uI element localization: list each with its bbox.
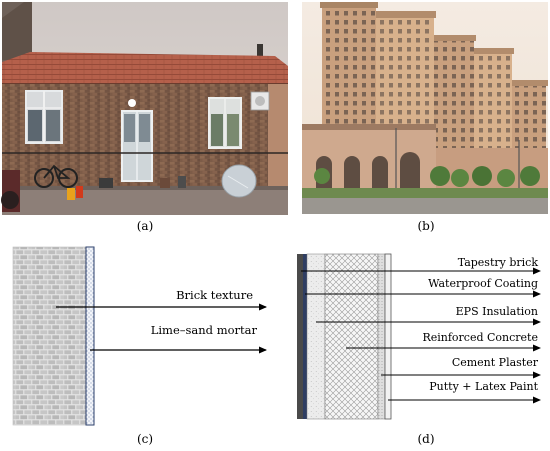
caption-c: (c) (137, 432, 153, 446)
photo-high-rise-buildings (302, 2, 548, 214)
caption-b: (b) (417, 219, 434, 233)
putty-latex-paint-layer (384, 253, 392, 420)
label-putty-latex-paint: Putty + Latex Paint (429, 380, 538, 393)
cement-plaster-layer (377, 253, 386, 420)
waterproof-coating-layer (303, 254, 307, 419)
label-reinforced-concrete: Reinforced Concrete (422, 331, 538, 344)
label-tapestry-brick: Tapestry brick (458, 256, 539, 269)
label-cement-plaster: Cement Plaster (452, 356, 539, 369)
tapestry-brick-layer (297, 254, 303, 419)
brick-layer (12, 246, 87, 426)
photo-rural-brick-house (1, 2, 288, 215)
mortar-layer (85, 246, 95, 426)
diagram-brick-wall-section: Brick texture Lime–sand mortar (12, 246, 267, 426)
label-lime-sand-mortar: Lime–sand mortar (151, 323, 258, 337)
reinforced-concrete-layer (324, 253, 379, 420)
eps-insulation-layer (306, 253, 326, 420)
caption-d: (d) (417, 432, 434, 446)
label-waterproof-coating: Waterproof Coating (428, 277, 538, 290)
diagram-insulated-wall-section: Tapestry brick Waterproof Coating EPS In… (297, 253, 541, 420)
label-brick-texture: Brick texture (176, 288, 253, 302)
caption-a: (a) (137, 219, 154, 233)
label-eps-insulation: EPS Insulation (456, 305, 538, 318)
